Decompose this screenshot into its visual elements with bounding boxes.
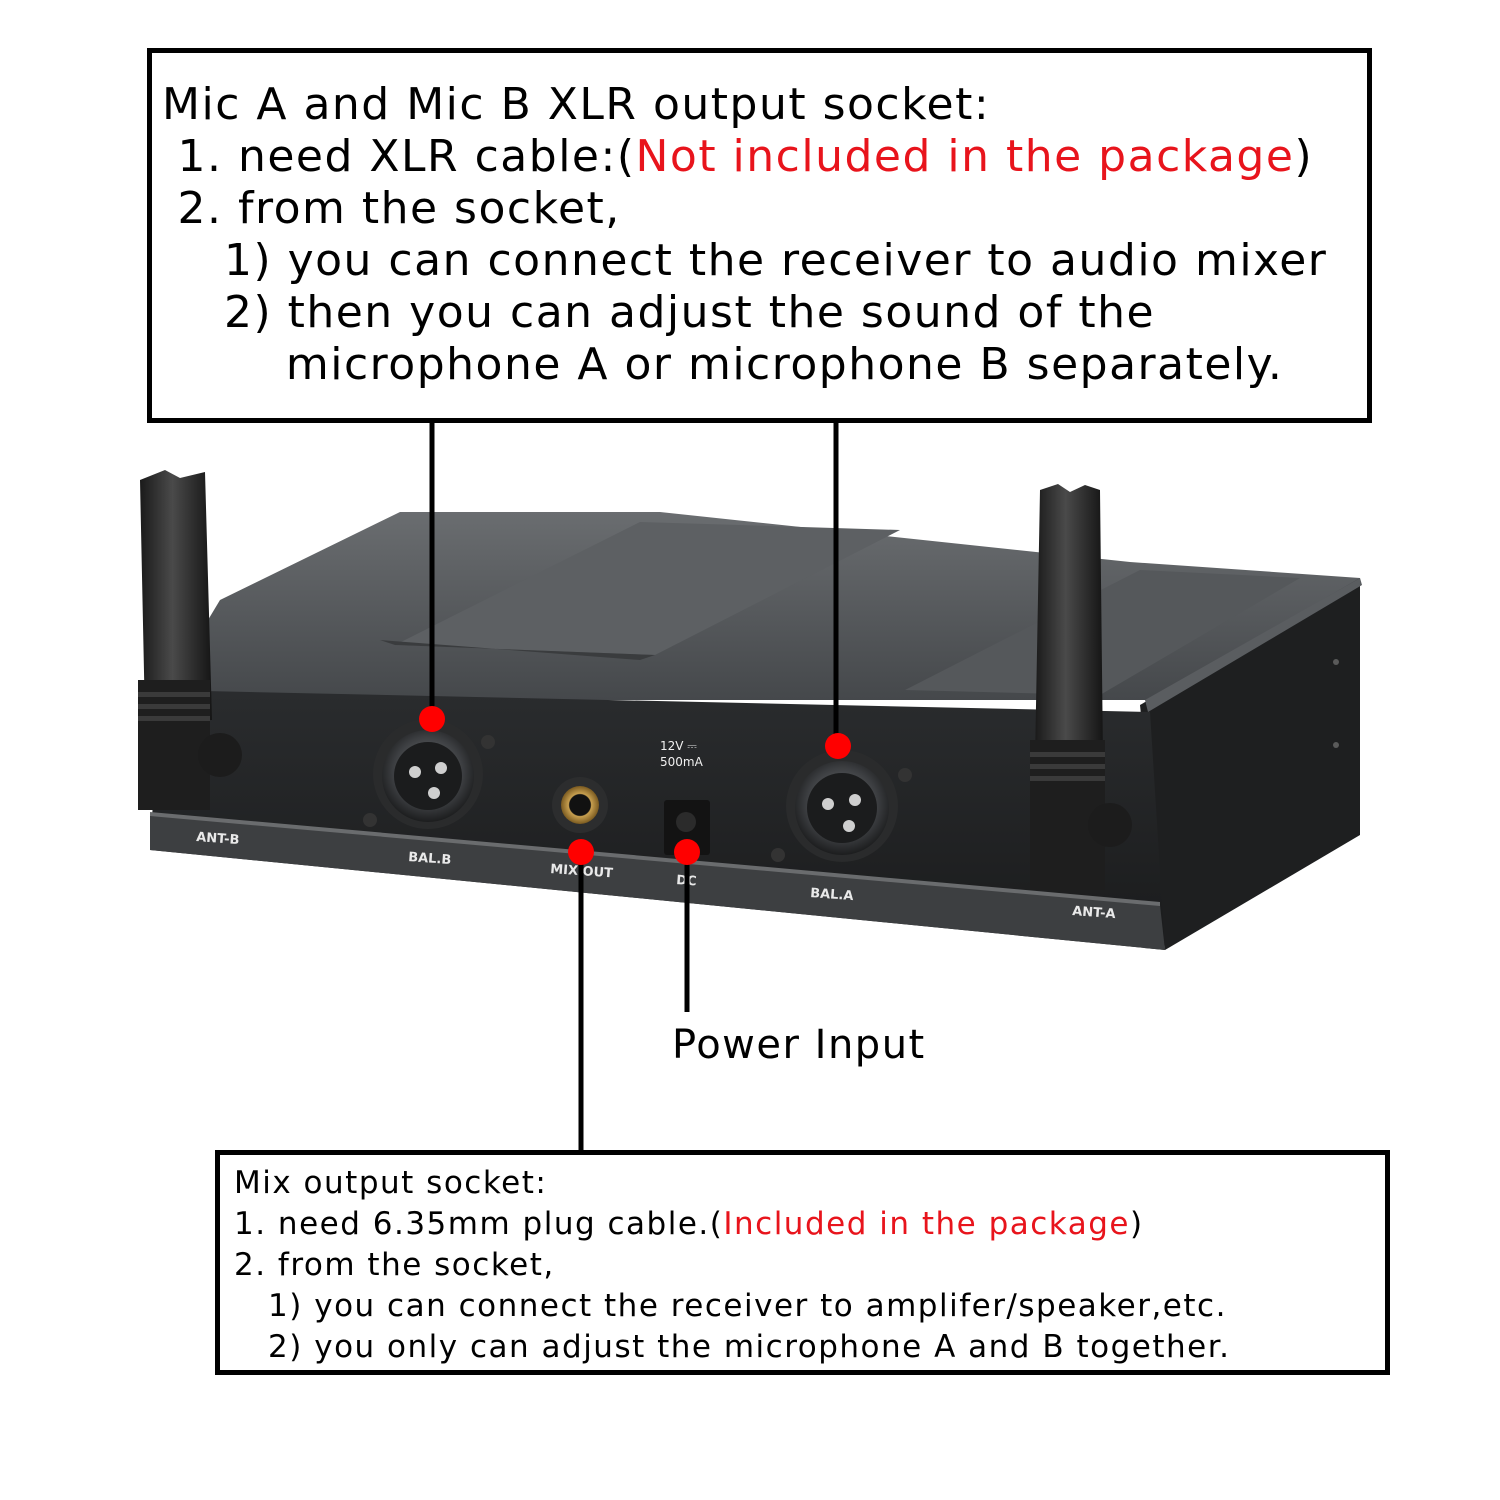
included-text: Included in the package	[723, 1206, 1130, 1242]
mix-output-callout: Mix output socket: 1. need 6.35mm plug c…	[215, 1150, 1390, 1375]
mix-callout-title: Mix output socket:	[234, 1165, 548, 1201]
xlr-output-callout: Mic A and Mic B XLR output socket: 1. ne…	[147, 48, 1372, 423]
mix-callout-line-1: 1. need 6.35mm plug cable.(Included in t…	[234, 1206, 1144, 1242]
panel-label-ant-b: ANT-B	[196, 830, 240, 848]
antenna-b	[138, 470, 242, 810]
receiver-side	[1140, 578, 1362, 950]
callout-dot-bal-a	[825, 733, 851, 759]
panel-label-ant-a: ANT-A	[1072, 904, 1116, 922]
panel-label-bal-b: BAL.B	[408, 850, 452, 868]
xlr-callout-line-5: microphone A or microphone B separately.	[162, 339, 1284, 390]
panel-label-current: 500mA	[660, 755, 704, 769]
mix-out-jack	[552, 777, 608, 833]
xlr-callout-title: Mic A and Mic B XLR output socket:	[162, 79, 991, 130]
power-input-label: Power Input	[672, 1022, 926, 1068]
callout-dot-bal-b	[419, 706, 445, 732]
mix-callout-line-3: 1) you can connect the receiver to ampli…	[234, 1288, 1227, 1324]
callout-dots	[419, 706, 851, 865]
receiver-top	[160, 512, 1360, 700]
receiver-front-panel	[150, 690, 1165, 950]
mix-callout-line-4: 2) you only can adjust the microphone A …	[234, 1329, 1231, 1365]
panel-label-bal-a: BAL.A	[810, 886, 854, 904]
xlr-a-socket	[771, 750, 912, 862]
callout-dot-power	[674, 839, 700, 865]
xlr-b-socket	[363, 719, 495, 829]
dc-jack	[664, 800, 710, 855]
xlr-callout-line-4: 2) then you can adjust the sound of the	[162, 287, 1156, 338]
antenna-a	[1030, 484, 1132, 890]
xlr-callout-line-3: 1) you can connect the receiver to audio…	[162, 235, 1328, 286]
mix-callout-line-2: 2. from the socket,	[234, 1247, 555, 1283]
not-included-text: Not included in the package	[635, 131, 1295, 182]
xlr-callout-line-2: 2. from the socket,	[162, 183, 621, 234]
panel-label-voltage: 12V ⎓	[660, 739, 697, 753]
leader-lines	[429, 420, 839, 1152]
callout-dot-mix-out	[568, 839, 594, 865]
xlr-callout-line-1: 1. need XLR cable:(Not included in the p…	[162, 131, 1314, 182]
